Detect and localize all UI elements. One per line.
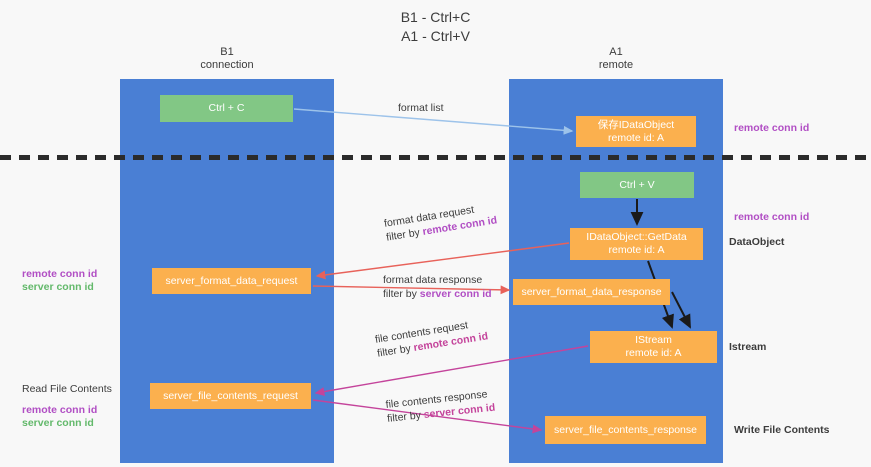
lane-header-a1-name: A1 [609, 46, 623, 58]
edge-label-file-contents-response: file contents response filter by server … [385, 387, 496, 426]
node-idataobject-getdata[interactable]: IDataObject::GetData remote id: A [570, 228, 703, 260]
node-server-file-contents-response-label: server_file_contents_response [553, 423, 697, 436]
note-read-file-contents-group: Read File Contents remote conn id server… [22, 383, 112, 430]
edge-label-file-contents-request: file contents request filter by remote c… [374, 315, 489, 360]
node-ctrl-c[interactable]: Ctrl + C [160, 95, 293, 122]
page-title: B1 - Ctrl+C A1 - Ctrl+V [0, 8, 871, 46]
note-write-file-contents: Write File Contents [734, 424, 829, 437]
node-save-idataobject-sub: remote id: A [607, 131, 665, 144]
node-idataobject-getdata-title: IDataObject::GetData [586, 231, 687, 243]
note-conn-ids-format-remote: remote conn id [22, 268, 98, 280]
node-server-format-data-request-label: server_format_data_request [165, 274, 298, 287]
node-server-format-data-request[interactable]: server_format_data_request [152, 268, 311, 294]
node-istream[interactable]: IStream remote id: A [590, 331, 717, 363]
title-line-2: A1 - Ctrl+V [401, 28, 470, 44]
lane-header-a1: A1 remote [509, 46, 723, 72]
note-remote-conn-id-mid: remote conn id [734, 211, 809, 224]
lane-header-a1-sub: remote [598, 59, 634, 71]
node-idataobject-getdata-sub: remote id: A [608, 244, 665, 256]
node-ctrl-v[interactable]: Ctrl + V [580, 172, 694, 198]
edge-label-format-data-request: format data request filter by remote con… [383, 199, 498, 244]
edge-label-format-data-response-key: server conn id [419, 288, 492, 300]
edge-label-format-data-response: format data response filter by server co… [383, 273, 492, 301]
node-istream-sub: remote id: A [625, 347, 682, 359]
note-dataobject-text: DataObject [729, 236, 785, 248]
node-save-idataobject-title: 保存IDataObject [597, 118, 675, 131]
node-save-idataobject[interactable]: 保存IDataObject remote id: A [576, 116, 696, 147]
note-remote-conn-id-top-text: remote conn id [734, 122, 810, 134]
lane-header-b1-sub: connection [200, 59, 254, 71]
edge-label-format-data-response-line1: format data response [383, 274, 483, 286]
phase-divider [0, 155, 871, 160]
note-write-file-contents-text: Write File Contents [734, 424, 830, 436]
edge-label-format-list: format list [398, 101, 444, 115]
node-server-file-contents-response[interactable]: server_file_contents_response [545, 416, 706, 444]
title-line-1: B1 - Ctrl+C [400, 9, 471, 25]
note-conn-ids-format-server: server conn id [22, 281, 94, 293]
edge-label-format-list-text: format list [398, 102, 444, 114]
node-ctrl-c-label: Ctrl + C [208, 102, 245, 114]
note-read-file-contents-text: Read File Contents [22, 383, 112, 395]
node-istream-title: IStream [635, 334, 672, 346]
note-dataobject: DataObject [729, 236, 784, 249]
node-ctrl-v-label: Ctrl + V [619, 178, 655, 191]
note-conn-ids-file-remote: remote conn id [22, 404, 98, 416]
note-conn-ids-format: remote conn id server conn id [22, 268, 97, 294]
node-server-format-data-response-label: server_format_data_response [521, 285, 662, 298]
node-server-file-contents-request[interactable]: server_file_contents_request [150, 383, 311, 409]
note-istream-text: Istream [729, 341, 767, 353]
note-remote-conn-id-mid-text: remote conn id [734, 211, 810, 223]
lane-header-b1: B1 connection [120, 46, 334, 72]
edge-label-format-data-response-prefix: filter by [383, 288, 420, 300]
note-istream: Istream [729, 341, 766, 354]
note-conn-ids-file-server: server conn id [22, 417, 94, 429]
note-remote-conn-id-top: remote conn id [734, 122, 809, 135]
node-server-format-data-response[interactable]: server_format_data_response [513, 279, 670, 305]
lane-header-b1-name: B1 [220, 46, 234, 58]
edge-label-file-contents-response-prefix: filter by [386, 409, 425, 425]
node-server-file-contents-request-label: server_file_contents_request [163, 389, 298, 402]
